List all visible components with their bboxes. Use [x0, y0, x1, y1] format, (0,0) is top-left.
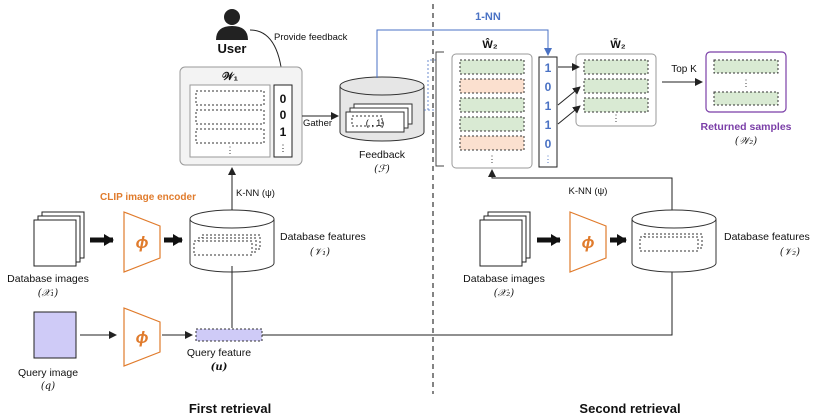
database-images-1-label: Database images — [7, 273, 89, 285]
w1-ellipsis: ⋮ — [226, 145, 235, 155]
returned-item — [713, 91, 779, 106]
encoder-1 — [123, 211, 161, 273]
database-images-1 — [33, 211, 85, 267]
feedback-value: 1 — [280, 125, 287, 139]
query-image — [33, 311, 77, 359]
w2hat-item — [459, 116, 525, 132]
w2tilde-label: W̃₂ — [610, 38, 625, 51]
w2tilde-item — [583, 78, 649, 94]
query-image-symbol: (q) — [41, 381, 55, 392]
feedback-value: 0 — [280, 92, 287, 106]
feedback-to-w2hat-link — [424, 59, 436, 111]
database-features-1 — [189, 209, 275, 273]
database-features-2 — [631, 209, 717, 273]
database-images-2-label: Database images — [463, 273, 545, 285]
phi-symbol: ϕ — [582, 233, 595, 252]
user-icon — [216, 9, 248, 40]
query-to-second-db-line — [262, 264, 673, 336]
query-image-label: Query image — [18, 367, 78, 379]
encoder-label: CLIP image encoder — [100, 192, 196, 203]
select-arrow — [557, 86, 581, 106]
database-features-2-label: Database features — [724, 231, 810, 243]
w2hat-label: Ŵ₂ — [482, 38, 497, 51]
database-images-2 — [479, 211, 531, 267]
query-feature-symbol: (u) — [211, 362, 228, 373]
feedback-vector — [273, 84, 293, 158]
w2hat-ellipsis: ⋮ — [488, 154, 497, 164]
w2tilde-ellipsis: ⋮ — [612, 113, 621, 123]
second-retrieval-label: Second retrieval — [579, 401, 680, 416]
knn-label-1: K-NN (ψ) — [236, 188, 275, 199]
w2hat-item — [459, 78, 525, 94]
knn-label-2: K-NN (ψ) — [569, 186, 608, 197]
candidate-bracket — [435, 51, 444, 167]
w1-item — [195, 128, 265, 144]
returned-samples-label: Returned samples — [700, 121, 791, 133]
database-images-1-symbol: (𝒳₁) — [38, 288, 59, 299]
knn-arrow-2 — [488, 169, 673, 212]
feedback-label: Feedback — [359, 149, 406, 161]
prediction-vector — [538, 56, 558, 168]
query-feature — [195, 328, 263, 342]
w2hat-item — [459, 135, 525, 151]
gather-label: Gather — [303, 118, 332, 129]
w2hat-item — [459, 59, 525, 75]
first-retrieval-label: First retrieval — [189, 401, 271, 416]
database-features-1-label: Database features — [280, 231, 366, 243]
prediction-value: 0 — [545, 137, 552, 151]
w1-item — [195, 109, 265, 125]
feedback-store-item: ( , 1) — [366, 118, 385, 128]
w2tilde-item — [583, 59, 649, 75]
prediction-value: 1 — [545, 61, 552, 75]
prediction-value: 1 — [545, 99, 552, 113]
encoder-2 — [123, 307, 161, 367]
database-features-1-symbol: (𝒱₁) — [310, 247, 330, 258]
provide-feedback-label: Provide feedback — [274, 32, 348, 43]
returned-samples-symbol: (𝒲₂) — [735, 136, 757, 147]
user-label: User — [218, 41, 247, 56]
w1-item — [195, 90, 265, 106]
prediction-value: 1 — [545, 118, 552, 132]
returned-ellipsis: ⋮ — [742, 78, 751, 88]
w2tilde-item — [583, 97, 649, 113]
prediction-value: ⋮ — [544, 154, 553, 164]
select-arrow — [557, 105, 581, 125]
one-nn-arrow — [376, 29, 552, 78]
phi-symbol: ϕ — [136, 328, 149, 347]
w2hat-item — [459, 97, 525, 113]
encoder-3 — [569, 211, 607, 273]
query-feature-label: Query feature — [187, 347, 251, 359]
database-features-2-symbol: (𝒱₂) — [780, 247, 800, 258]
feedback-database: ( , 1) — [339, 76, 425, 142]
topk-label: Top K — [671, 64, 697, 75]
feedback-value: 0 — [280, 108, 287, 122]
phi-symbol: ϕ — [136, 233, 149, 252]
feedback-symbol: (ℱ) — [374, 164, 390, 175]
feedback-value: ⋮ — [279, 143, 288, 153]
prediction-value: 0 — [545, 80, 552, 94]
returned-item — [713, 59, 779, 74]
database-images-2-symbol: (𝒳₂) — [494, 288, 515, 299]
w1-label: 𝒲₁ — [222, 70, 239, 83]
one-nn-label: 1-NN — [475, 11, 501, 23]
